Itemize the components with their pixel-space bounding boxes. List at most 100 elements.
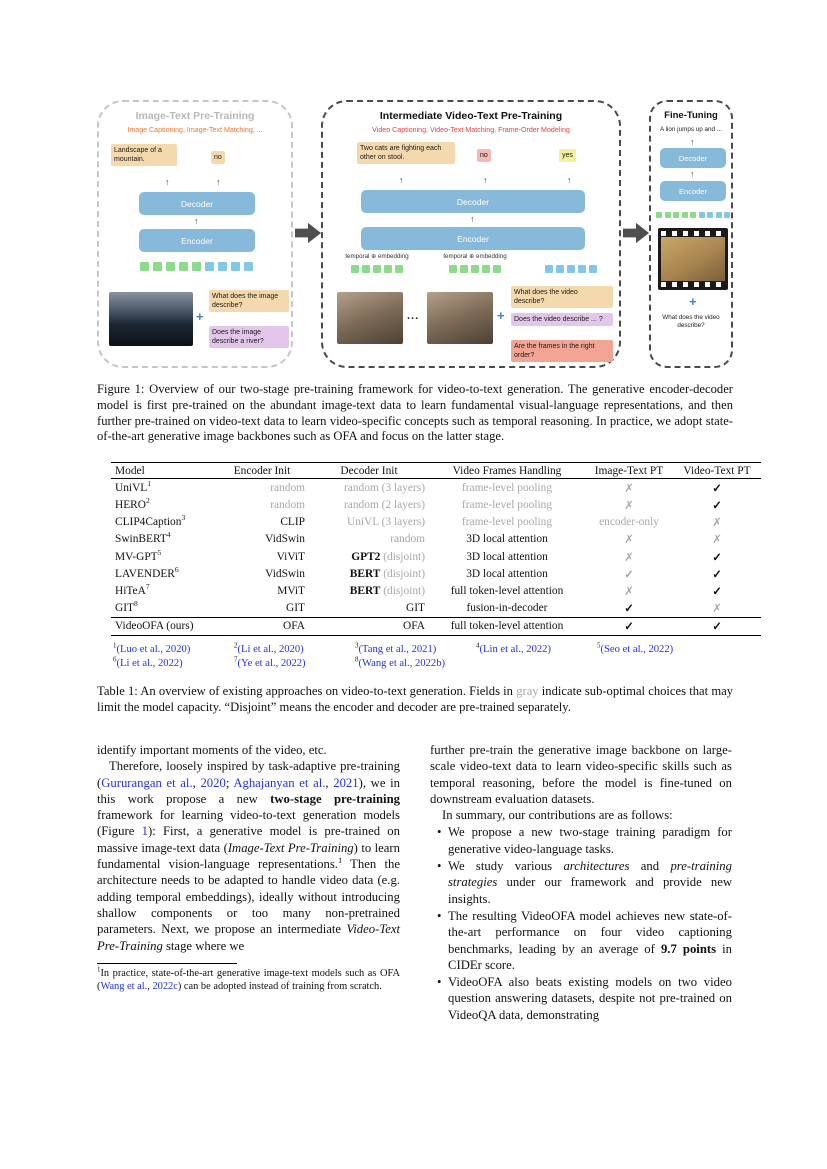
table-cell: random <box>309 531 429 548</box>
question-chip: Does the video describe ... ? <box>511 313 613 327</box>
token-row <box>545 265 600 273</box>
text-segment: BERT <box>349 584 381 597</box>
text-segment: We study various <box>448 859 564 874</box>
panel1-subtitle: Image Captioning, Image-Text Matching, .… <box>127 126 263 134</box>
encoder-box: Encoder <box>660 181 726 201</box>
text-segment: two-stage pre-training <box>270 791 400 806</box>
citation-link[interactable]: (Luo et al., 2020) <box>116 643 191 655</box>
citation-link[interactable]: (Tang et al., 2021) <box>358 643 437 655</box>
text-segment: VideoOFA also beats existing models on t… <box>448 975 732 1022</box>
footnote-rule <box>97 962 237 964</box>
figure-1-caption: Figure 1: Overview of our two-stage pre-… <box>97 382 733 444</box>
table-cell: ✗ <box>673 600 761 618</box>
citation-link[interactable]: 2020 <box>200 775 226 790</box>
table-cell: frame-level pooling <box>429 514 585 531</box>
text-segment: ✗ <box>624 551 634 564</box>
panel2-title: Intermediate Video-Text Pre-Training <box>379 110 563 122</box>
encoder-box: Encoder <box>139 229 255 252</box>
table-cell: random (2 layers) <box>309 496 429 513</box>
text-segment: 9.7 points <box>660 941 717 956</box>
output-yes-chip: yes <box>559 149 576 163</box>
table-cell: ✗ <box>585 582 673 599</box>
question-chip: Are the frames in the right order? <box>511 340 613 363</box>
table-cell: full token-level attention <box>429 617 585 635</box>
panel-video-text-pretraining: Intermediate Video-Text Pre-Training Vid… <box>321 100 621 368</box>
citation-link[interactable]: (Seo et al., 2022) <box>600 643 674 655</box>
token-row <box>449 265 504 273</box>
citation-link[interactable]: (Ye et al., 2022) <box>237 657 306 669</box>
up-arrow-icon <box>470 215 475 224</box>
text-segment: ✓ <box>712 499 722 512</box>
panel-fine-tuning: Fine-Tuning A lion jumps up and ... Deco… <box>649 100 733 368</box>
citation-link[interactable]: Gururangan et al. <box>101 775 193 790</box>
table-cell: full token-level attention <box>429 582 585 599</box>
text-segment: 7 <box>234 655 238 664</box>
table-cell: encoder-only <box>585 514 673 531</box>
text-segment: random <box>390 533 425 546</box>
text-segment: ) can be adopted instead of training fro… <box>177 980 382 992</box>
paragraph: further pre-train the generative image b… <box>430 742 732 807</box>
citation-link[interactable]: Aghajanyan et al. <box>233 775 326 790</box>
citation-link[interactable]: Wang et al. <box>100 980 148 992</box>
text-segment: LAVENDER <box>115 567 175 580</box>
table-cell: ✓ <box>673 617 761 635</box>
citation-link[interactable]: (Lin et al., 2022) <box>479 643 552 655</box>
citation-link[interactable]: (Wang et al., 2022b) <box>358 657 446 669</box>
panel2-subtitle: Video Captioning, Video-Text Matching, F… <box>372 126 570 134</box>
table-cell: SwinBERT4 <box>111 531 215 548</box>
citation-link[interactable]: 2021 <box>333 775 359 790</box>
text-segment: In practice, state-of-the-art generative… <box>97 967 400 992</box>
question-chip: What does the image describe? <box>209 290 289 313</box>
table-footnote: 6(Li et al., 2022) <box>113 655 234 671</box>
text-segment: stage where we <box>162 938 245 953</box>
text-segment: 1 <box>147 478 152 488</box>
body-column-right: further pre-train the generative image b… <box>430 742 732 1024</box>
token-row <box>140 262 257 271</box>
text-segment: BERT <box>349 567 381 580</box>
table-cell: ✗ <box>585 548 673 565</box>
table-cell: random <box>215 479 309 497</box>
table-column-header: Video Frames Handling <box>452 464 562 477</box>
text-segment: 6 <box>113 655 117 664</box>
citation-link[interactable]: 1 <box>141 824 148 839</box>
text-segment: 8 <box>355 655 359 664</box>
citation-link[interactable]: 2022c <box>152 980 178 992</box>
output-no-chip: no <box>211 151 225 165</box>
text-segment: CLIP4Caption <box>115 516 182 529</box>
citation-link[interactable]: (Li et al., 2022) <box>116 657 183 669</box>
text-segment: 1 <box>113 641 117 650</box>
citation-link[interactable]: (Li et al., 2020) <box>237 643 304 655</box>
text-segment: VideoOFA (ours) <box>115 620 194 633</box>
up-arrow-icon <box>483 176 488 185</box>
text-segment: ): First, a generative model is pre-trai… <box>97 824 400 855</box>
text-segment: indicate sub-optimal choices that may li… <box>97 684 733 714</box>
table-column-header: Video-Text PT <box>683 464 751 477</box>
text-segment: OFA <box>403 620 425 633</box>
text-segment: full token-level attention <box>450 620 564 633</box>
paragraph: identify important moments of the video,… <box>97 742 400 758</box>
table-cell: CLIP4Caption3 <box>111 514 215 531</box>
text-segment: 3D local attention <box>466 567 548 580</box>
text-segment: Then the architecture needs to be adapte… <box>97 857 400 937</box>
text-segment: ; <box>225 775 234 790</box>
token-row <box>351 265 406 273</box>
up-arrow-icon <box>690 170 695 179</box>
text-segment: UniVL (3 layers) <box>346 516 425 529</box>
table-cell: 3D local attention <box>429 531 585 548</box>
table-cell: 3D local attention <box>429 548 585 565</box>
plus-sign: + <box>196 309 204 324</box>
text-segment: random (3 layers) <box>344 481 425 494</box>
text-segment: in CIDEr score. <box>448 941 732 972</box>
text-segment: ✓ <box>712 621 722 634</box>
text-segment: ✓ <box>712 568 722 581</box>
table-cell: VidSwin <box>215 531 309 548</box>
panel3-title: Fine-Tuning <box>664 110 718 121</box>
table-footnote: 7(Ye et al., 2022) <box>234 655 355 671</box>
text-segment: random <box>270 498 305 511</box>
text-segment: 5 <box>157 547 162 557</box>
text-segment: frame-level pooling <box>461 481 553 494</box>
text-segment: ✓ <box>624 568 634 581</box>
